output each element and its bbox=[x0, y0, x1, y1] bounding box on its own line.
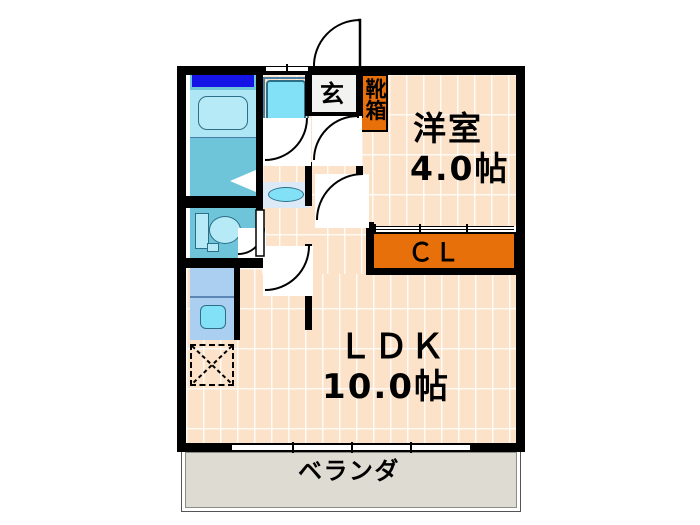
balcony-door-split-2 bbox=[351, 442, 353, 453]
bath-door-wedge-icon bbox=[230, 170, 256, 192]
bath-window-bar bbox=[192, 75, 254, 87]
veranda-label: ベランダ bbox=[298, 457, 400, 485]
washitsu-area-label: 4.0帖 bbox=[410, 149, 510, 188]
entry-inner-door-arc[interactable] bbox=[312, 115, 362, 166]
ldk-area-label: 10.0帖 bbox=[322, 367, 451, 407]
closet-door-split-2 bbox=[466, 224, 468, 232]
entrance-tile-floor bbox=[312, 74, 360, 116]
wall-washitsu-left-stub bbox=[366, 222, 374, 274]
washitsu-door-arc[interactable] bbox=[315, 173, 369, 228]
wall-wet-right bbox=[256, 66, 263, 196]
ldk-name-label: ＬＤＫ bbox=[338, 327, 447, 367]
entrance-label: 玄 bbox=[320, 80, 346, 108]
wall-hall-right-mid bbox=[305, 162, 312, 206]
balcony-door-split-3 bbox=[410, 442, 412, 453]
wall-hall-right-upper bbox=[305, 66, 312, 116]
balcony-door-split-1 bbox=[292, 442, 294, 453]
wall-washitsu-bottom bbox=[366, 224, 376, 232]
closet-label: ＣＬ bbox=[408, 238, 462, 267]
wall-entry-threshold bbox=[312, 112, 358, 116]
entrance-door-arc[interactable] bbox=[312, 18, 374, 74]
wall-washitsu-left-upper bbox=[356, 66, 363, 118]
wall-toilet-bottom bbox=[177, 258, 263, 268]
washroom-area bbox=[190, 268, 236, 340]
shoebox-label: 靴箱 bbox=[363, 78, 387, 121]
washroom-divider bbox=[190, 296, 236, 298]
wall-right bbox=[516, 66, 525, 452]
washitsu-name-label: 洋室 bbox=[413, 109, 483, 148]
toilet-tank-icon bbox=[195, 213, 209, 249]
closet-door-split-1 bbox=[419, 224, 421, 232]
wall-washroom-right bbox=[234, 268, 240, 340]
bathtub-basin-icon bbox=[198, 96, 248, 130]
wall-top bbox=[177, 66, 525, 75]
toilet-base-icon bbox=[207, 243, 219, 252]
washbasin-icon bbox=[200, 305, 226, 329]
ldk-door-arc[interactable] bbox=[263, 245, 313, 296]
kitchen-window-split bbox=[286, 64, 288, 74]
kitchen-lower-basin-icon bbox=[268, 187, 304, 202]
toilet-door-arc[interactable] bbox=[255, 208, 265, 258]
toilet-bowl-icon bbox=[209, 216, 241, 244]
wall-bath-bottom bbox=[177, 196, 263, 208]
wall-closet-bottom bbox=[366, 268, 518, 275]
bath-top-frame bbox=[190, 73, 256, 75]
washing-machine-space-icon bbox=[190, 344, 234, 386]
closet-door-track bbox=[374, 226, 514, 230]
kitchen-door-arc[interactable] bbox=[263, 117, 311, 166]
